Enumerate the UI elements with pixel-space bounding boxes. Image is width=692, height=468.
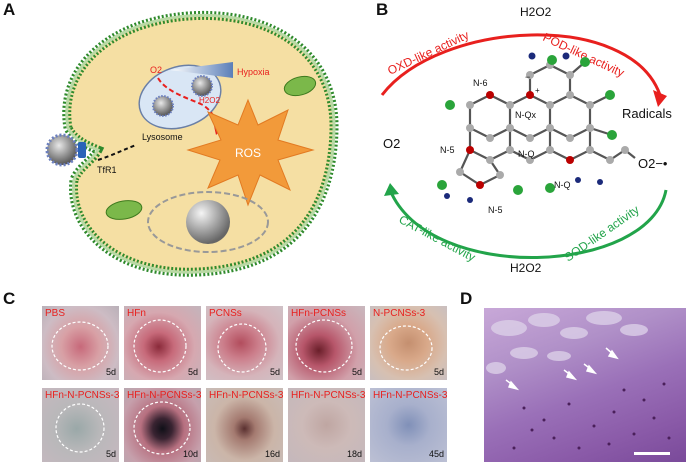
tile-day: 10d xyxy=(182,449,198,459)
plus-label: + xyxy=(535,86,540,95)
photo-tile: HFn-N-PCNSs-3 10d xyxy=(124,388,201,462)
oxd-label: OXD-like activity xyxy=(385,28,471,78)
tile-label: HFn-PCNSs xyxy=(291,308,347,319)
tile-day: 5d xyxy=(105,449,116,459)
tile-label: HFn-N-PCNSs-3 xyxy=(291,390,365,401)
nanoparticle xyxy=(45,133,79,167)
photo-tile: N-PCNSs-3 5d xyxy=(370,306,447,380)
tile-label: HFn-N-PCNSs-3 xyxy=(127,390,201,401)
minus-label: − xyxy=(525,72,530,82)
photo-tile: HFn-N-PCNSs-3 18d xyxy=(288,388,365,462)
nq1-label: N-Q xyxy=(518,149,535,159)
o2-label: O2 xyxy=(150,65,162,75)
photo-tile: HFn-N-PCNSs-3 16d xyxy=(206,388,283,462)
panel-b-letter: B xyxy=(376,0,389,19)
tile-day: 5d xyxy=(187,367,198,377)
tile-label: HFn xyxy=(127,308,146,319)
panel-b-enzyme-diagram: H2O2 OXD-like activity POD-like activity… xyxy=(380,5,672,275)
green-arrow xyxy=(388,189,668,260)
red-arrow xyxy=(380,33,662,96)
panel-d-histology-image xyxy=(484,308,686,462)
tile-label: HFn-N-PCNSs-3 xyxy=(209,390,283,401)
molecule-atoms xyxy=(437,52,629,203)
tile-day: 5d xyxy=(269,367,280,377)
n5a-label: N-5 xyxy=(440,145,455,155)
tile-day: 5d xyxy=(433,367,444,377)
photo-tile: HFn 5d xyxy=(124,306,201,380)
nqx-label: N-Qx xyxy=(515,110,536,120)
tile-label: PCNSs xyxy=(209,308,242,319)
receptor-label: TfR1 xyxy=(97,165,117,175)
h2o2-label: H2O2 xyxy=(199,96,220,105)
ros-label: ROS xyxy=(235,146,261,160)
nucleus-sphere xyxy=(186,200,230,244)
scale-bar xyxy=(634,452,670,455)
h2o2-bottom-label: H2O2 xyxy=(510,261,542,275)
tile-day: 16d xyxy=(264,449,280,459)
lesion-outlines xyxy=(51,319,433,455)
hypoxia-gradient xyxy=(170,62,233,78)
nq2-label: N-Q xyxy=(554,180,571,190)
tile-label: N-PCNSs-3 xyxy=(373,308,426,319)
tile-day: 45d xyxy=(428,449,444,459)
superoxide-label: O2−• xyxy=(638,156,668,171)
h2o2-top-label: H2O2 xyxy=(520,5,552,19)
panel-c-photo-grid: PBS 5d HFn 5d PCNSs 5d HFn-PCNSs 5d N-PCNSs-… xyxy=(42,306,450,464)
ros-burst xyxy=(186,98,315,207)
panel-c-letter: C xyxy=(3,289,16,308)
tile-day: 5d xyxy=(351,367,362,377)
panel-a-letter: A xyxy=(3,0,16,19)
photo-tile: PBS 5d xyxy=(42,306,119,380)
photo-tile: HFn-N-PCNSs-3 45d xyxy=(370,388,447,462)
radicals-label: Radicals xyxy=(622,106,672,121)
panel-d-letter: D xyxy=(460,289,473,308)
tile-label: HFn-N-PCNSs-3 xyxy=(45,390,119,401)
hypoxia-label: Hypoxia xyxy=(237,67,270,77)
cat-label: CAT-like activity xyxy=(397,212,478,264)
mitochondrion-2 xyxy=(105,200,143,220)
panel-a-cell-diagram: Hypoxia O2 H2O2 ROS Lysosome TfR1 xyxy=(45,10,339,277)
mitochondrion-1 xyxy=(283,75,317,97)
photo-tile: HFn-N-PCNSs-3 5d xyxy=(42,388,119,462)
lysosome-label: Lysosome xyxy=(142,132,183,142)
tile-day: 5d xyxy=(105,367,116,377)
tile-day: 18d xyxy=(346,449,362,459)
histology-overlay xyxy=(486,311,671,455)
tile-label: PBS xyxy=(45,308,66,319)
tfr1-receptor xyxy=(78,142,86,158)
n6-label: N-6 xyxy=(473,78,488,88)
o2-label: O2 xyxy=(383,136,400,151)
tile-label: HFn-N-PCNSs-3 xyxy=(373,390,447,401)
pod-label: POD-like activity xyxy=(541,30,627,80)
n5b-label: N-5 xyxy=(488,205,503,215)
